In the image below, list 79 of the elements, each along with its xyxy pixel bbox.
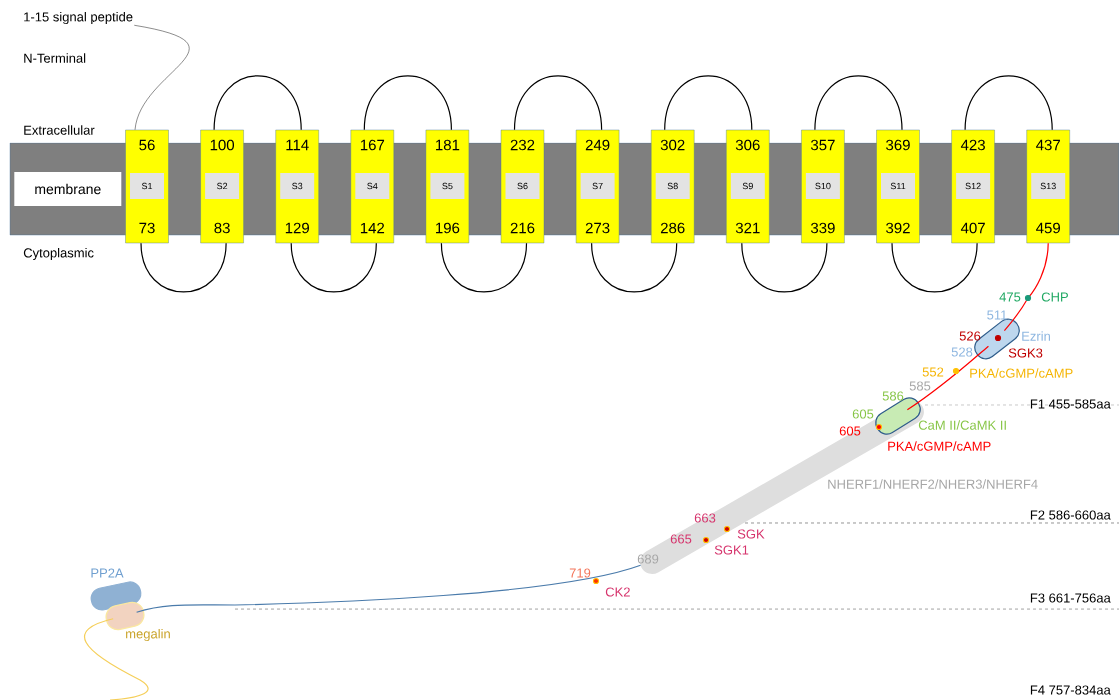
site-number: 689 xyxy=(637,554,659,564)
loop-line xyxy=(891,242,978,293)
membrane-segment: 249 S7 273 xyxy=(575,129,620,244)
kinase-label: SGK3 xyxy=(1008,348,1043,358)
site-number: 585 xyxy=(909,381,931,391)
loop-line xyxy=(290,242,377,293)
region-label: F1 455-585aa xyxy=(1030,399,1111,409)
membrane-segment: 167 S4 142 xyxy=(350,129,394,244)
peptide-chain xyxy=(1003,242,1049,332)
compartment-label: Extracellular xyxy=(24,125,95,135)
peptide-chain xyxy=(83,618,149,700)
loop-line xyxy=(440,242,528,293)
region-label: F4 757-834aa xyxy=(1030,685,1111,695)
terminal-label: N-Terminal xyxy=(24,53,86,63)
segment-label: S3 xyxy=(280,173,315,199)
segment-label: S4 xyxy=(355,173,390,199)
site-number: 552 xyxy=(922,367,944,377)
membrane-segment: 100 S2 83 xyxy=(200,129,244,244)
segment-label: S11 xyxy=(881,173,915,199)
site-number: 605 xyxy=(839,426,861,436)
membrane-segment: 302 S8 286 xyxy=(651,129,695,244)
segment-label: S13 xyxy=(1031,173,1066,199)
protein-label: CHP xyxy=(1041,292,1068,302)
segment-label: S5 xyxy=(430,173,465,199)
loop-line xyxy=(513,75,603,131)
segment-label: S7 xyxy=(580,173,615,199)
site-number: 475 xyxy=(999,292,1021,302)
segment-label: S2 xyxy=(205,173,240,199)
peptide-chain xyxy=(906,345,990,411)
membrane-segment: 306 S9 321 xyxy=(726,129,770,244)
protein-label: NHERF1/NHERF2/NHER3/NHERF4 xyxy=(828,479,1038,489)
protein-label: Ezrin xyxy=(1022,331,1050,341)
loop-line xyxy=(363,75,452,131)
segment-label: S6 xyxy=(505,173,540,199)
membrane-segment: 437 S13 459 xyxy=(1026,129,1070,244)
segment-label: S12 xyxy=(956,173,991,199)
segment-label: S9 xyxy=(730,173,765,199)
loop-line xyxy=(664,75,753,131)
loop-line xyxy=(140,242,227,293)
membrane-segment: 181 S5 196 xyxy=(425,129,470,244)
region-label: F2 586-660aa xyxy=(1030,510,1111,520)
peptide-chain xyxy=(136,564,642,613)
kinase-label: PKA/cGMP/cAMP xyxy=(888,441,991,451)
annotation-text: 1-15 signal peptide xyxy=(24,11,133,25)
loop-line xyxy=(591,242,678,293)
site-number: 511 xyxy=(987,310,1007,320)
membrane-label: membrane xyxy=(14,172,122,206)
membrane-segment: 114 S3 129 xyxy=(275,129,319,244)
protein-label: CaM II/CaMK II xyxy=(918,420,1006,430)
loop-line xyxy=(741,242,828,293)
peptide-chain xyxy=(133,24,190,131)
membrane-segment: 56 S1 73 xyxy=(125,129,169,244)
protein-capsule xyxy=(105,601,145,631)
protein-label: megalin xyxy=(126,628,170,642)
site-number: 663 xyxy=(694,513,716,523)
site-number: 586 xyxy=(882,391,904,401)
membrane-segment: 369 S11 392 xyxy=(876,129,920,244)
segment-label: S8 xyxy=(655,173,690,199)
segment-label: S10 xyxy=(805,173,840,199)
site-number: 719 xyxy=(569,568,591,578)
protein-label: PP2A xyxy=(91,568,124,578)
kinase-label: PKA/cGMP/cAMP xyxy=(970,368,1073,378)
site-number: 605 xyxy=(852,409,874,419)
compartment-label: Cytoplasmic xyxy=(23,247,94,261)
kinase-label: SGK1 xyxy=(714,545,749,555)
membrane-segment: 357 S10 339 xyxy=(801,129,845,244)
region-label: F3 661-756aa xyxy=(1030,593,1111,603)
site-number: 528 xyxy=(951,347,973,357)
protein-capsule xyxy=(90,581,142,611)
loop-line xyxy=(964,75,1053,131)
site-number: 526 xyxy=(959,331,981,341)
kinase-label: CK2 xyxy=(605,587,630,597)
membrane-segment: 232 S6 216 xyxy=(500,129,545,244)
site-number: 665 xyxy=(670,534,692,544)
membrane-segment: 423 S12 407 xyxy=(951,129,995,244)
segment-label: S1 xyxy=(130,173,164,199)
loop-line xyxy=(814,75,903,131)
kinase-label: SGK xyxy=(737,529,765,539)
loop-line xyxy=(213,75,302,131)
